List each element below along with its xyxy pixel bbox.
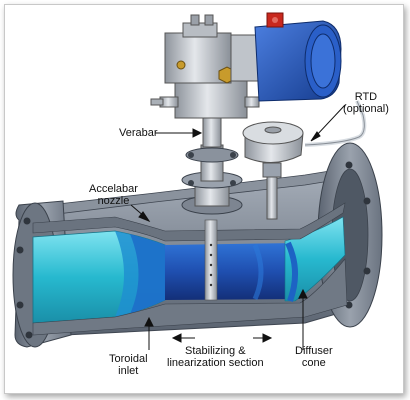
stabilizing-label-line1: Stabilizing & (185, 345, 246, 357)
accelabar-label-line2: nozzle (97, 195, 130, 207)
figure-frame: RTD (optional) Verabar Accelabar nozzle … (4, 4, 404, 394)
verabar-probe (204, 219, 218, 301)
verabar-label: Verabar (119, 127, 158, 139)
transmitter (230, 12, 342, 102)
stabilizing-label: Stabilizing & linearization section (167, 345, 264, 369)
toroidal-label: Toroidal inlet (109, 353, 148, 377)
rtd-probe (242, 100, 367, 220)
callout-leaders (130, 104, 346, 350)
accelabar-label-line1: Accelabar (89, 183, 138, 195)
stabilizing-label-line2: linearization section (167, 357, 264, 369)
diffuser-label-line2: cone (301, 357, 326, 369)
rtd-label-line2: (optional) (343, 103, 389, 115)
rtd-label-line1: RTD (354, 91, 378, 103)
rtd-label: RTD (optional) (343, 91, 389, 115)
accelabar-label: Accelabar nozzle (89, 183, 138, 207)
flowmeter-illustration (12, 12, 383, 350)
toroidal-label-line2: inlet (118, 365, 139, 377)
toroidal-label-line1: Toroidal (109, 353, 148, 365)
diffuser-label-line1: Diffuser (295, 345, 333, 357)
verabar-mounting (181, 114, 243, 215)
diffuser-label: Diffuser cone (295, 345, 333, 369)
